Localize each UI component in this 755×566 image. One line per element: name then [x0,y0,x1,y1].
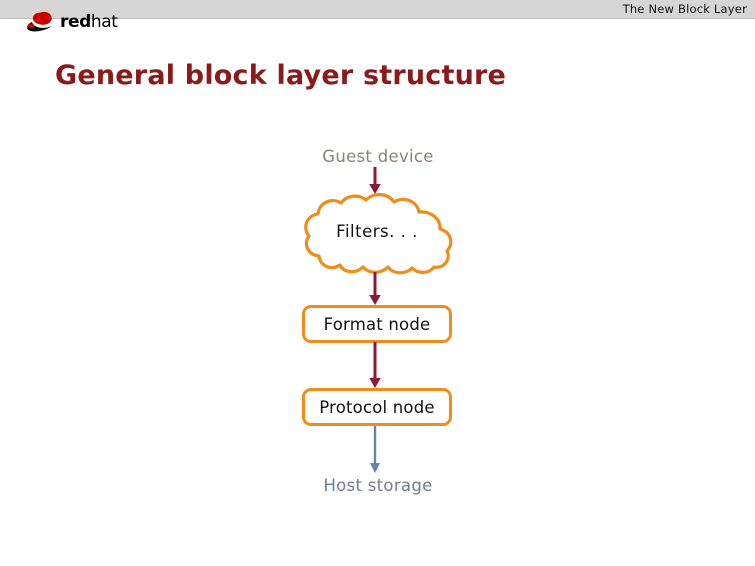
presentation-title: The New Block Layer [622,2,747,16]
arrow-guest-to-cloud [366,167,384,199]
logo-word-red: red [60,12,91,32]
diagram-node-format: Format node [302,305,452,343]
page-title: General block layer structure [55,60,507,91]
arrow-format-to-protocol [366,342,384,393]
diagram-label-protocol-node: Protocol node [319,397,435,417]
diagram-label-filters: Filters. . . [336,222,418,241]
arrow-protocol-to-host [366,426,384,478]
header-band [0,0,755,19]
diagram-node-filters-cloud: Filters. . . [296,193,458,275]
diagram-label-host-storage: Host storage [323,476,433,495]
redhat-logo: redhat [24,11,164,37]
redhat-wordmark: redhat [60,13,118,31]
logo-word-hat: hat [90,12,118,32]
arrow-cloud-to-format [366,272,384,310]
diagram-label-format-node: Format node [323,314,431,334]
diagram-node-protocol: Protocol node [302,388,452,426]
diagram-label-guest-device: Guest device [322,147,434,166]
redhat-shadowman-icon [24,11,58,33]
block-layer-diagram: Guest device Filters. . . Format node Pr… [0,130,755,530]
